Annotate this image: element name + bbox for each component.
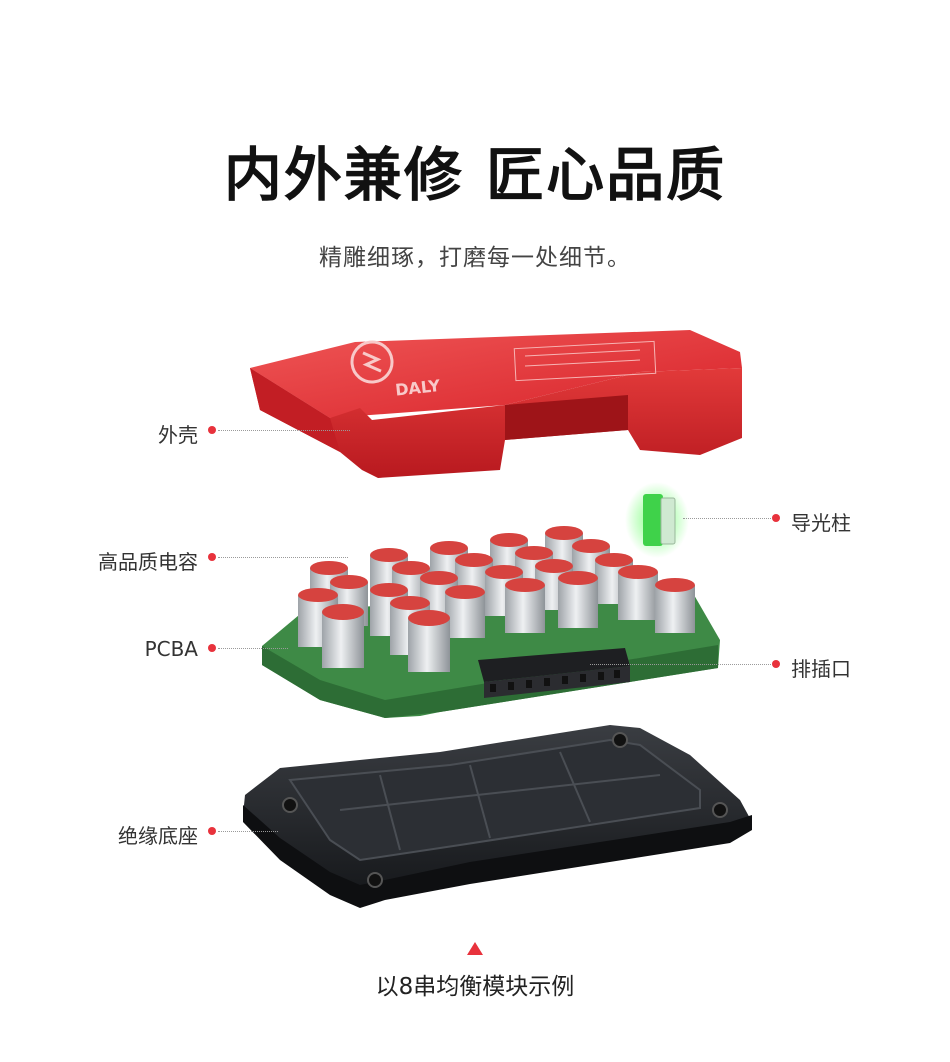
callout-leader-connector (590, 664, 771, 665)
callout-leader-base (218, 831, 278, 832)
caption-arrow-icon (467, 942, 483, 955)
capacitor (618, 565, 658, 620)
capacitor (408, 610, 450, 672)
callout-label-pcba: PCBA (144, 637, 198, 661)
page-title: 内外兼修 匠心品质 (223, 141, 727, 209)
connector-header (478, 648, 630, 698)
shell-lid: DALY (250, 330, 742, 478)
insulating-base (243, 725, 752, 908)
callout-leader-light-pipe (683, 518, 771, 519)
callout-dot-light-pipe (772, 514, 780, 522)
callout-leader-shell (218, 430, 350, 431)
capacitor (558, 571, 598, 628)
callout-dot-connector (772, 660, 780, 668)
capacitor (322, 604, 364, 668)
light-pipe (625, 482, 689, 558)
callout-label-capacitor: 高品质电容 (98, 550, 198, 574)
daly-logo-icon (350, 340, 394, 384)
capacitor (445, 585, 485, 638)
callout-dot-base (208, 827, 216, 835)
callout-leader-capacitor (218, 557, 348, 558)
callout-dot-pcba (208, 644, 216, 652)
callout-leader-pcba (218, 648, 288, 649)
page-subtitle: 精雕细琢，打磨每一处细节。 (319, 245, 631, 271)
callout-dot-shell (208, 426, 216, 434)
callout-label-shell: 外壳 (158, 423, 198, 447)
capacitor (655, 578, 695, 633)
callout-dot-capacitor (208, 553, 216, 561)
example-caption: 以8串均衡模块示例 (375, 974, 575, 1000)
capacitor-array (298, 526, 695, 672)
exploded-product-illustration: DALY (243, 330, 752, 908)
callout-label-base: 绝缘底座 (118, 824, 198, 848)
lid-logo-text: DALY (394, 376, 441, 400)
callout-label-light-pipe: 导光柱 (791, 511, 851, 535)
callout-label-connector: 排插口 (791, 657, 851, 681)
capacitor (505, 578, 545, 633)
